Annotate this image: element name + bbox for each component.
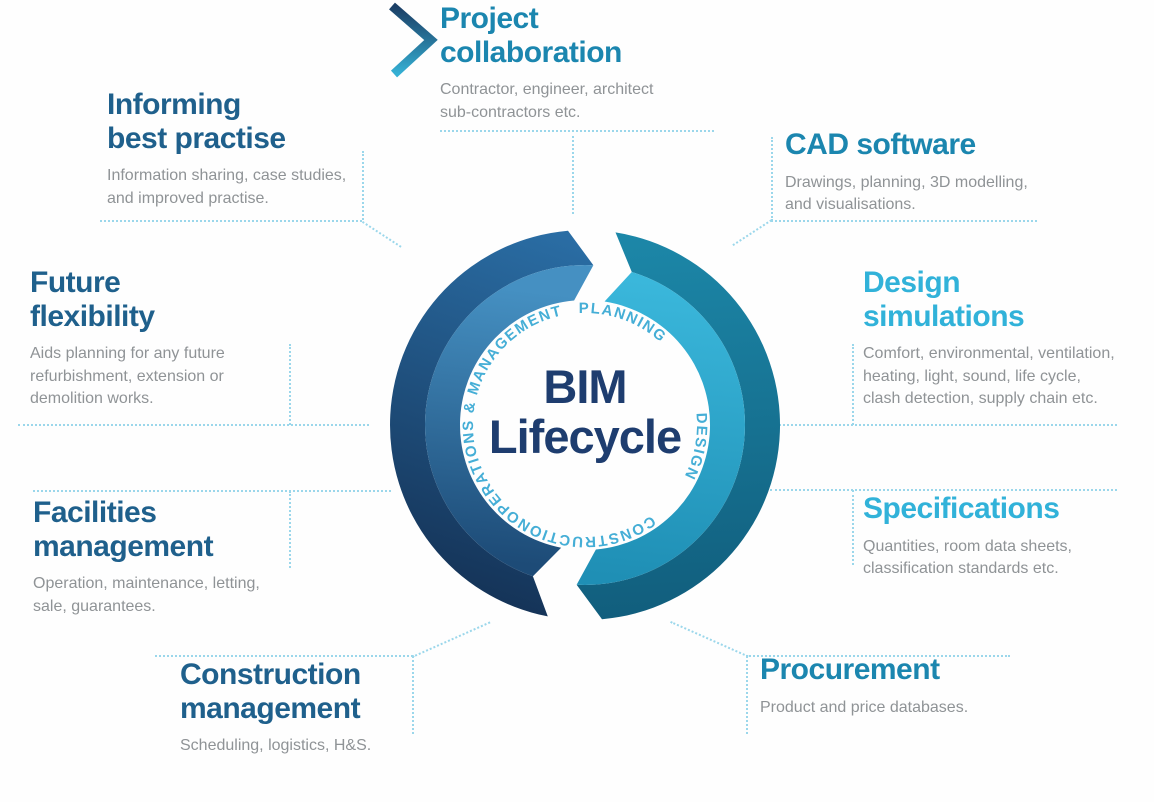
- section-title: Future flexibility: [30, 266, 155, 333]
- section-facilities-management: Facilities management Operation, mainten…: [33, 496, 260, 618]
- connector-design-v: [852, 344, 854, 425]
- section-title: CAD software: [785, 128, 976, 161]
- ring-segment-left-inner: [425, 265, 594, 577]
- section-informing-best-practise: Informing best practise Information shar…: [107, 88, 346, 210]
- section-description: Operation, maintenance, letting, sale, g…: [33, 575, 260, 615]
- connector-design-h: [770, 424, 1117, 426]
- center-title: BIM Lifecycle: [488, 360, 682, 463]
- section-title: Informing best practise: [107, 88, 286, 155]
- section-future-flexibility: Future flexibility Aids planning for any…: [30, 266, 225, 410]
- section-description: Contractor, engineer, architect sub-cont…: [440, 81, 654, 121]
- connector-procurement-v: [746, 656, 748, 734]
- section-description: Product and price databases.: [760, 698, 969, 716]
- connector-facilities-h: [33, 490, 391, 492]
- connector-facilities-v: [289, 491, 291, 568]
- connector-specifications-v: [852, 490, 854, 565]
- connector-future-h: [18, 424, 369, 426]
- connector-future-v: [289, 344, 291, 425]
- section-title: Project collaboration: [440, 2, 622, 69]
- section-description: Quantities, room data sheets, classifica…: [863, 537, 1072, 577]
- section-project-collaboration: Project collaboration Contractor, engine…: [440, 2, 653, 124]
- connector-informing-h: [100, 220, 362, 222]
- connector-cad-h: [771, 220, 1037, 222]
- connector-specifications-h: [770, 489, 1117, 491]
- connector-procurement-h: [746, 655, 1010, 657]
- chevron-icon: [389, 2, 438, 78]
- section-description: Scheduling, logistics, H&S.: [180, 737, 372, 755]
- connector-construction-h: [155, 655, 413, 657]
- ring-segment-left-outer: [390, 230, 594, 617]
- connector-project-h: [440, 130, 714, 132]
- section-title: Specifications: [863, 492, 1060, 525]
- section-title: Construction management: [180, 658, 361, 725]
- ring-segment-right-inner: [576, 271, 746, 585]
- connector-informing-v: [362, 151, 364, 220]
- section-title: Procurement: [760, 653, 940, 686]
- ring-segment-right-outer: [576, 232, 781, 620]
- section-title: Facilities management: [33, 496, 214, 563]
- section-cad-software: CAD software Drawings, planning, 3D mode…: [785, 128, 1028, 216]
- section-construction-management: Construction management Scheduling, logi…: [180, 658, 371, 758]
- connector-project-v: [572, 136, 574, 214]
- section-description: Information sharing, case studies, and i…: [107, 167, 347, 207]
- section-title: Design simulations: [863, 266, 1025, 333]
- section-procurement: Procurement Product and price databases.: [760, 653, 968, 719]
- connector-construction-v: [412, 656, 414, 734]
- section-description: Aids planning for any future refurbishme…: [30, 345, 225, 407]
- section-description: Drawings, planning, 3D modelling, and vi…: [785, 173, 1028, 213]
- section-specifications: Specifications Quantities, room data she…: [863, 492, 1072, 580]
- section-description: Comfort, environmental, ventilation, hea…: [863, 345, 1115, 407]
- section-design-simulations: Design simulations Comfort, environmenta…: [863, 266, 1115, 410]
- connector-cad-v: [771, 137, 773, 221]
